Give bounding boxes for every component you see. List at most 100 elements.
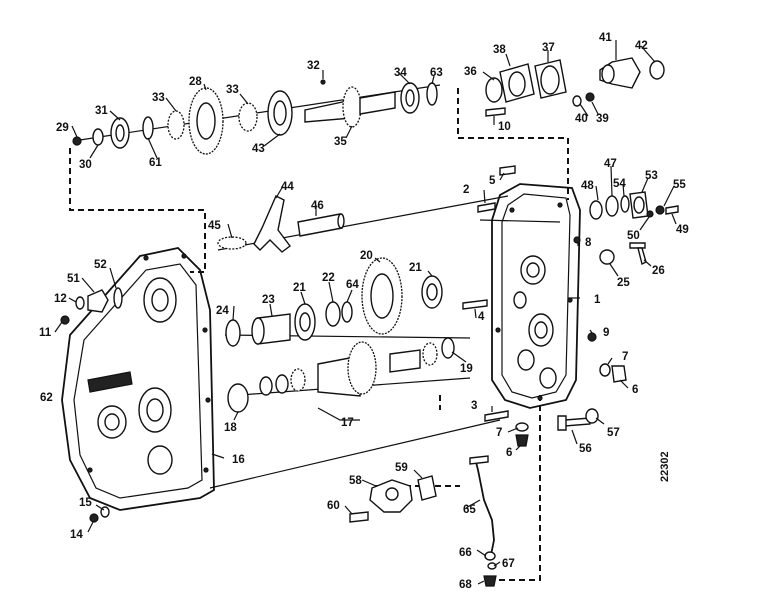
- washer-7a: [599, 363, 611, 377]
- callout-43: 43: [252, 143, 265, 155]
- top-shaft-assembly: [72, 79, 438, 155]
- circlip-18: [227, 383, 249, 413]
- ring-67: [487, 562, 497, 570]
- callout-5: 5: [489, 175, 496, 187]
- right-housing-1: [491, 183, 581, 409]
- callout-56: 56: [579, 443, 592, 455]
- callout-7a: 7: [622, 351, 628, 363]
- callout-46: 46: [311, 200, 324, 212]
- callout-45: 45: [208, 220, 221, 232]
- pin-10: [485, 107, 506, 117]
- pin-4: [462, 299, 488, 310]
- gasket-52: [113, 287, 123, 309]
- callout-41: 41: [599, 32, 612, 44]
- callout-22: 22: [322, 272, 335, 284]
- ring-19: [441, 337, 455, 359]
- ring-22: [325, 301, 341, 327]
- callout-6a: 6: [632, 384, 638, 396]
- plug-8: [573, 236, 581, 244]
- seal-36: [485, 77, 503, 103]
- callout-50: 50: [627, 230, 640, 242]
- left-housing-small-parts: [60, 287, 123, 523]
- callout-9: 9: [603, 327, 609, 339]
- washer-50: [646, 210, 654, 218]
- top-right-cover-group: [485, 57, 665, 117]
- callout-8: 8: [585, 237, 592, 249]
- plug-6a: [611, 365, 627, 383]
- bolt-49: [665, 205, 679, 215]
- washer-57: [585, 408, 599, 424]
- callout-48: 48: [581, 180, 594, 192]
- callout-31: 31: [95, 105, 108, 117]
- needle-bearing-33b: [238, 102, 258, 132]
- callout-44: 44: [281, 181, 294, 193]
- ring-47: [605, 195, 619, 217]
- callout-30: 30: [79, 159, 92, 171]
- pin-3: [484, 410, 509, 422]
- shift-fork-44: [253, 195, 291, 253]
- callout-60: 60: [327, 500, 340, 512]
- callout-10: 10: [498, 121, 511, 133]
- callout-51: 51: [67, 273, 80, 285]
- callout-57: 57: [607, 427, 620, 439]
- callout-24: 24: [216, 305, 229, 317]
- callout-65: 65: [463, 504, 476, 516]
- callout-labels: 1 2 3 4 5 6 6 7 7 8 9 10 11 12 14 15 16 …: [39, 32, 689, 591]
- callout-12: 12: [54, 293, 67, 305]
- callout-11: 11: [39, 327, 52, 339]
- ring-54: [620, 195, 630, 213]
- dipstick-65: [475, 461, 495, 561]
- right-housing-small-parts: [462, 165, 647, 447]
- washer-30: [92, 128, 104, 146]
- callout-3: 3: [471, 400, 477, 412]
- cover-51: [87, 289, 109, 313]
- callout-59: 59: [395, 462, 408, 474]
- ball-32: [320, 79, 326, 85]
- plug-6b: [515, 434, 529, 447]
- callout-38: 38: [493, 44, 506, 56]
- washer-7b: [515, 422, 529, 432]
- callout-42: 42: [635, 40, 648, 52]
- callout-14: 14: [70, 529, 83, 541]
- ring-24: [225, 319, 241, 347]
- callout-15: 15: [79, 497, 92, 509]
- callout-4: 4: [478, 311, 485, 323]
- callout-26: 26: [652, 265, 665, 277]
- callout-64: 64: [346, 279, 359, 291]
- nut-55: [655, 205, 665, 215]
- callout-21a: 21: [293, 282, 306, 294]
- callout-55: 55: [673, 179, 686, 191]
- washer-25: [599, 249, 615, 265]
- ring-61: [142, 116, 154, 140]
- pin-2: [477, 202, 496, 213]
- callout-53: 53: [645, 170, 658, 182]
- shift-fork-group: [217, 195, 345, 253]
- callout-66: 66: [459, 547, 472, 559]
- callout-18: 18: [224, 422, 237, 434]
- callout-47: 47: [604, 158, 617, 170]
- nut-42: [649, 60, 665, 80]
- callout-32: 32: [307, 60, 320, 72]
- washer-12: [75, 296, 85, 310]
- callout-39: 39: [596, 113, 609, 125]
- callout-68: 68: [459, 579, 472, 591]
- housing-slot: [87, 371, 133, 393]
- callout-36: 36: [464, 66, 477, 78]
- ring-63: [426, 82, 438, 106]
- callout-58: 58: [349, 475, 362, 487]
- callout-23: 23: [262, 294, 275, 306]
- ring-64: [341, 301, 353, 323]
- left-housing-16: [61, 247, 215, 511]
- callout-35: 35: [334, 136, 347, 148]
- callout-61: 61: [149, 157, 162, 169]
- callout-1: 1: [594, 294, 601, 306]
- callout-25: 25: [617, 277, 630, 289]
- lower-shaft-assembly: [227, 337, 455, 413]
- callout-7b: 7: [496, 427, 502, 439]
- needle-bearing-33a: [167, 110, 185, 140]
- callout-2: 2: [463, 184, 469, 196]
- bolt-26: [637, 247, 647, 266]
- callout-49: 49: [676, 224, 689, 236]
